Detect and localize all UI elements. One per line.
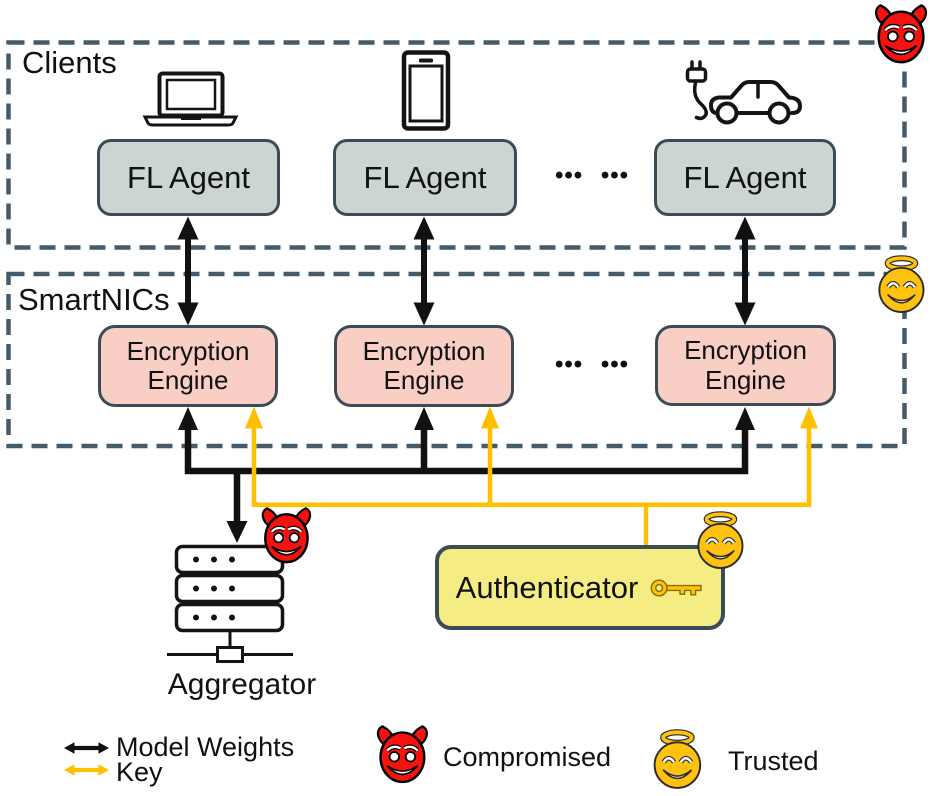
model-weights-arrows-fl-to-ee <box>177 216 756 326</box>
smartphone-icon <box>401 50 451 131</box>
key-distribution-lines <box>245 406 818 547</box>
smartnics-zone-border <box>6 271 907 449</box>
legend-trusted-label: Trusted <box>728 746 819 776</box>
key-icon <box>650 578 703 597</box>
encryption-engine-label: Encryption Engine <box>126 335 250 395</box>
legend-key-label: Key <box>116 757 163 787</box>
fl-agent-box-2: FL Agent <box>333 139 517 216</box>
encryption-engine-box-1: Encryption Engine <box>98 325 278 407</box>
fl-agent-label: FL Agent <box>683 159 807 195</box>
fl-agent-label: FL Agent <box>363 159 487 195</box>
encryption-engine-box-2: Encryption Engine <box>334 325 514 407</box>
legend-model-weights-label: Model Weights <box>116 732 295 762</box>
fl-agent-box-1: FL Agent <box>97 139 280 216</box>
legend-key-arrow <box>64 764 109 776</box>
legend-compromised-label: Compromised <box>443 742 612 772</box>
electric-car-icon <box>685 60 802 125</box>
laptop-icon <box>142 71 239 127</box>
smartnics-zone-label: SmartNICs <box>18 282 170 317</box>
model-weights-trunk-to-aggregator <box>178 407 755 543</box>
authenticator-label: Authenticator <box>455 569 639 605</box>
encryption-engine-label: Encryption Engine <box>362 335 486 395</box>
fl-agent-box-3: FL Agent <box>654 139 836 216</box>
authenticator-box: Authenticator <box>435 545 725 630</box>
smartnics-ellipsis: ••• ••• <box>554 351 630 378</box>
clients-ellipsis: ••• ••• <box>554 162 630 189</box>
server-stack-icon <box>167 544 293 663</box>
legend-model-weights-arrow <box>64 742 109 754</box>
clients-zone-label: Clients <box>22 45 117 80</box>
encryption-engine-label: Encryption Engine <box>684 335 807 395</box>
encryption-engine-box-3: Encryption Engine <box>655 325 836 406</box>
fl-agent-label: FL Agent <box>127 159 250 195</box>
aggregator-label: Aggregator <box>167 668 317 701</box>
